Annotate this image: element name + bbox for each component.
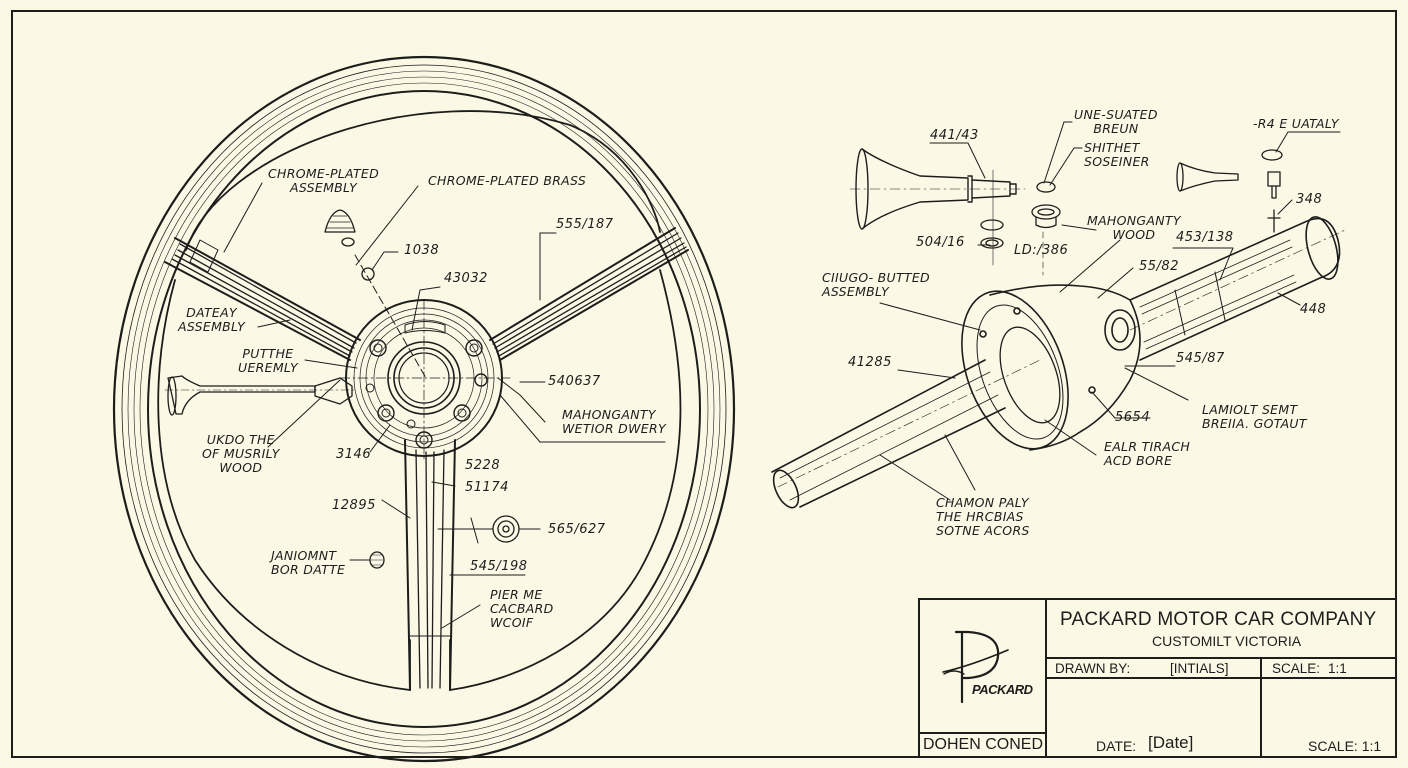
label-ciiigo-butted: CIIUGO- BUTTED ASSEMBLY xyxy=(822,270,930,299)
small-trumpet xyxy=(1176,149,1283,233)
label-504-16: 504/16 xyxy=(916,235,965,250)
label-chamon-paly: CHAMON PALY THE HRCBIAS SOTNE ACORS xyxy=(936,495,1030,538)
date-label: DATE: xyxy=(1096,738,1137,754)
label-pier-me: PIER ME CACBARD WCOIF xyxy=(490,587,554,630)
steering-column xyxy=(771,121,1346,509)
label-chrome-plated-assembly: CHROME-PLATED ASSEMBLY xyxy=(268,166,380,195)
scale-label-top: SCALE: xyxy=(1272,661,1321,676)
label-janiomnt: JANIOMNT BOR DATTE xyxy=(271,548,346,577)
wheel-leader-lines xyxy=(223,182,666,629)
spoke-upper-right xyxy=(489,227,689,361)
label-ukdo-the: UKDO THE OF MUSRILY WOOD xyxy=(202,432,280,475)
label-348: 348 xyxy=(1296,192,1323,207)
label-1038: 1038 xyxy=(404,243,440,258)
label-540637: 540637 xyxy=(548,374,601,389)
column-shaft xyxy=(771,229,1346,509)
label-5654: 5654 xyxy=(1115,410,1151,425)
label-5228: 5228 xyxy=(465,458,501,473)
label-441-43: 441/43 xyxy=(930,128,979,143)
label-55-82: 55/82 xyxy=(1139,259,1179,274)
label-mahonganty-wetior: MAHONGANTY WETIOR DWERY xyxy=(562,407,666,436)
drawing-sheet-border xyxy=(11,10,1397,758)
label-43032: 43032 xyxy=(444,271,488,286)
label-41285: 41285 xyxy=(848,355,892,370)
trumpet-left xyxy=(164,375,356,416)
horn-button-exploded xyxy=(324,209,427,379)
column-housing xyxy=(961,216,1341,451)
logo-text: PACKARD xyxy=(972,682,1033,697)
scale-value-top: 1:1 xyxy=(1328,661,1347,676)
wheel-hub xyxy=(339,299,511,461)
label-putthe-ueremly: PUTTHE UEREMLY xyxy=(238,346,298,375)
label-r4-uataly: -R4 E UATALY xyxy=(1253,116,1339,131)
packard-logo: PACKARD xyxy=(940,622,1035,717)
label-12895: 12895 xyxy=(332,498,376,513)
label-545-198: 545/198 xyxy=(470,559,528,574)
label-ealr-trach: EALR TIRACH ACD BORE xyxy=(1104,439,1191,468)
spoke-upper-left xyxy=(164,237,361,361)
spoke-lower xyxy=(404,439,456,691)
label-555-187: 555/187 xyxy=(556,217,614,232)
label-448: 448 xyxy=(1300,302,1327,317)
scale-bottom: SCALE: 1:1 xyxy=(1308,738,1382,754)
column-leader-lines xyxy=(879,121,1341,501)
label-lamiolt: LAMIOLT SEMT BREIIA. GOTAUT xyxy=(1202,402,1307,431)
label-chrome-plated-brass: CHROME-PLATED BRASS xyxy=(428,173,587,188)
label-545-87: 545/87 xyxy=(1176,351,1225,366)
label-3146: 3146 xyxy=(336,447,372,462)
wheel-rim xyxy=(112,55,736,763)
label-une-suated: UNE-SUATED BREUN xyxy=(1074,107,1158,136)
label-mahonganty-wood: MAHONGANTY WOOD xyxy=(1087,213,1181,242)
column-small-parts xyxy=(980,181,1061,276)
company-name: PACKARD MOTOR CAR COMPANY xyxy=(1060,609,1377,630)
label-1386: LD:/386 xyxy=(1014,243,1069,258)
checked-by: DOHEN CONED xyxy=(923,736,1044,753)
label-565-627: 565/627 xyxy=(548,522,606,537)
drawn-by-label: DRAWN BY: xyxy=(1055,661,1131,676)
horn-trumpet xyxy=(849,148,1026,266)
drawn-by-value: [INTIALS] xyxy=(1170,661,1229,676)
label-51174: 51174 xyxy=(465,480,509,495)
label-453-138: 453/138 xyxy=(1176,230,1234,245)
model-name: CUSTOMILT VICTORIA xyxy=(1152,633,1302,649)
label-shithet: SHITHET SOSEINER xyxy=(1084,140,1150,169)
steering-wheel xyxy=(112,55,736,763)
label-dateny-assembly: DATEAY ASSEMBLY xyxy=(178,305,246,334)
date-value: [Date] xyxy=(1148,733,1194,752)
title-block: PACKARD PACKARD MOTOR CAR COMPANY CUSTOM… xyxy=(918,598,1397,758)
wheel-openings xyxy=(157,110,682,691)
